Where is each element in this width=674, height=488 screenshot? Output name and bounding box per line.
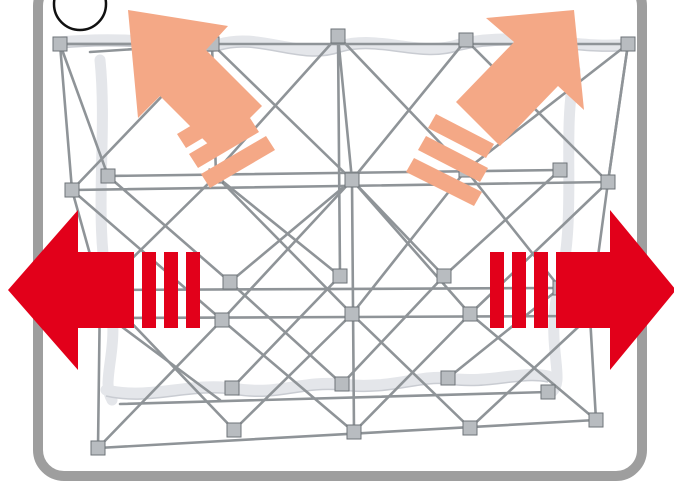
frame-hubs xyxy=(52,28,636,456)
arrow-left-icon xyxy=(8,210,200,370)
step-badge xyxy=(52,0,108,32)
arrow-up-left-icon xyxy=(128,10,275,188)
arrow-up-right-icon xyxy=(406,10,584,206)
arrow-right-icon xyxy=(490,210,674,370)
